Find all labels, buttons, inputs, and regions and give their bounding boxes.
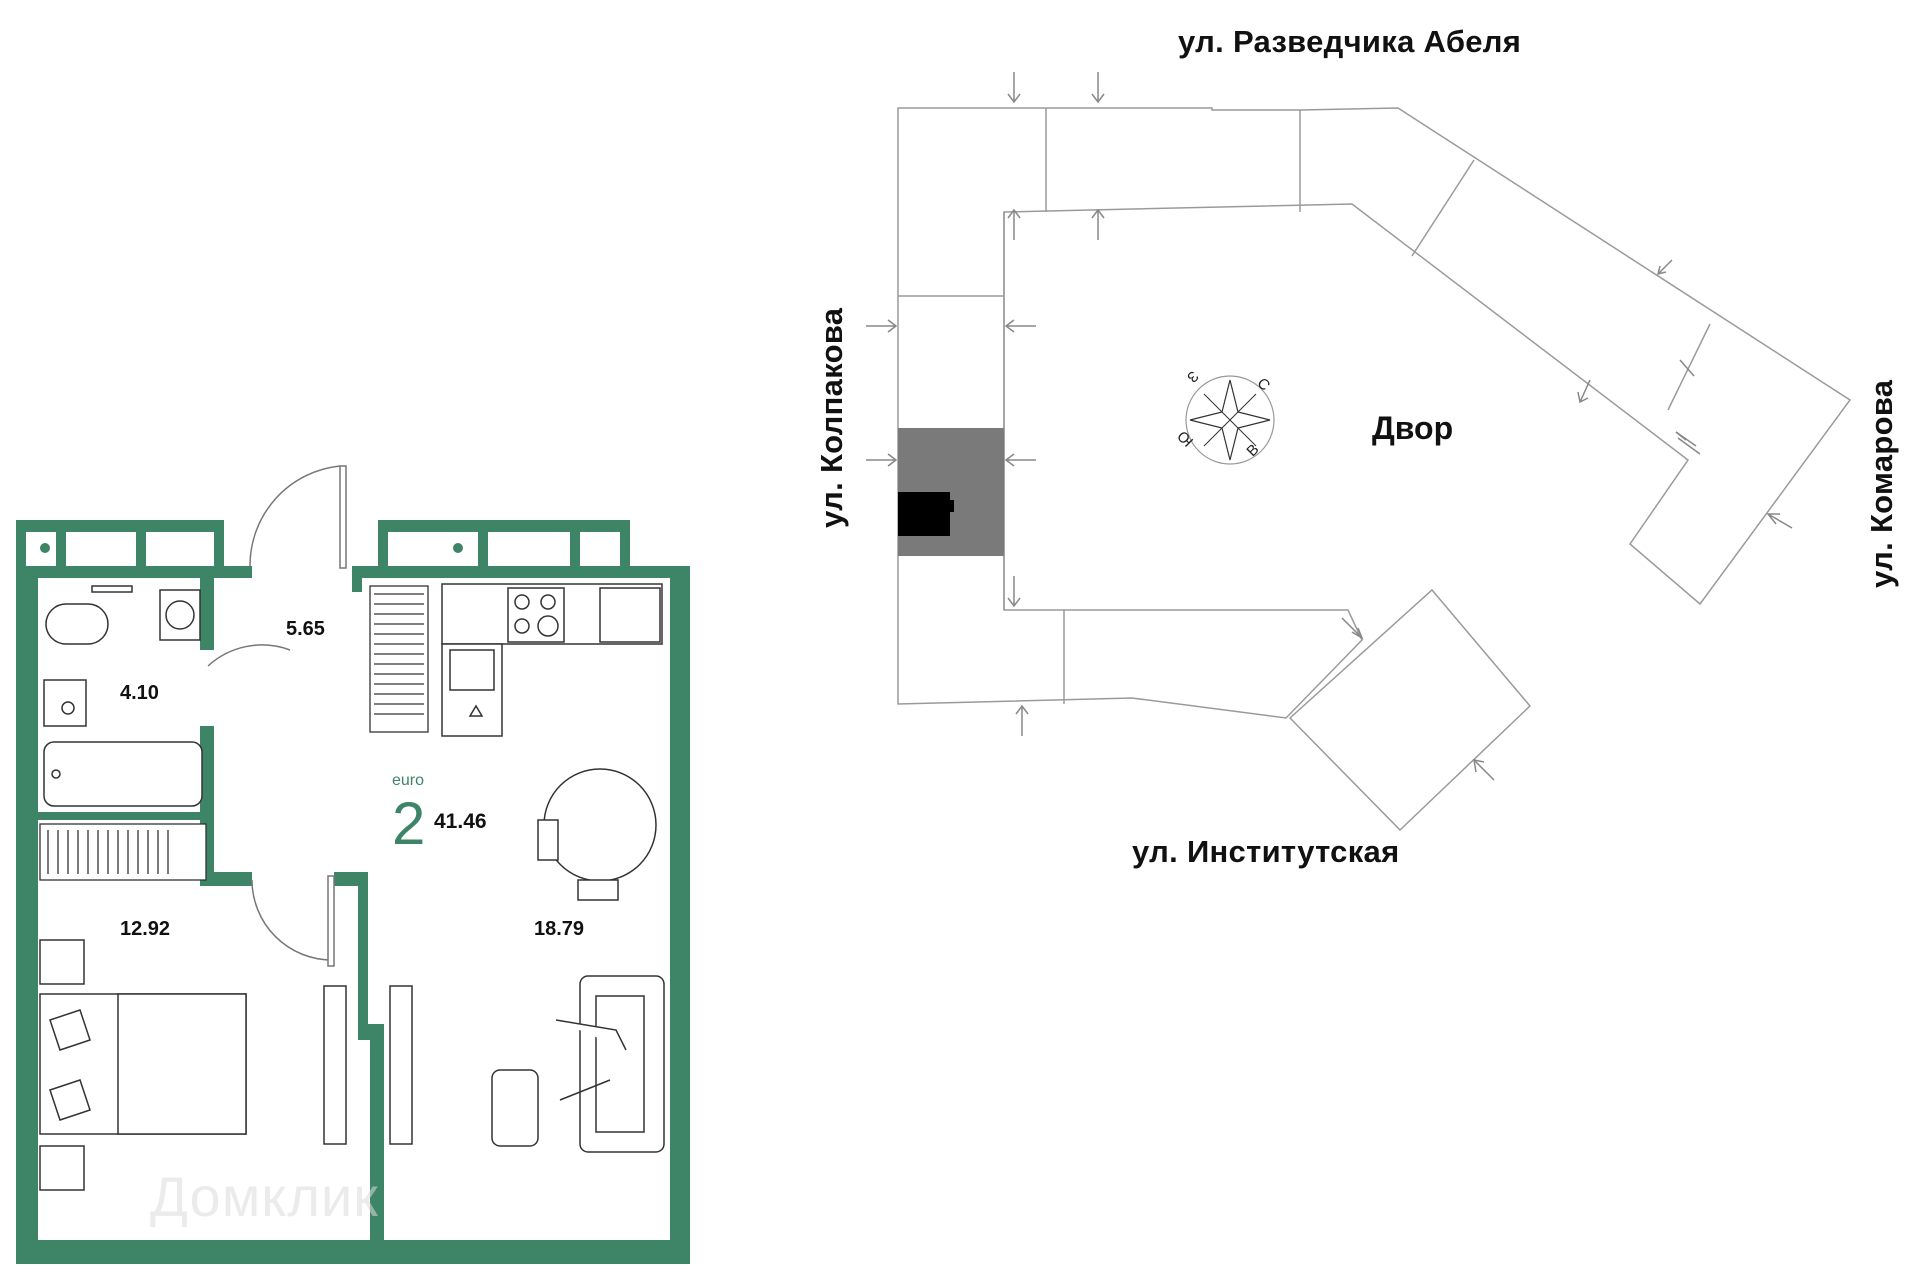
street-west: ул. Колпакова <box>814 307 849 528</box>
compass-icon <box>1185 375 1275 465</box>
street-south: ул. Институтская <box>1132 834 1400 869</box>
watermark: Домклик <box>150 1165 379 1228</box>
exterior-walls <box>16 520 690 1264</box>
entrance-arrows <box>866 72 1793 781</box>
room-area-bedroom: 12.92 <box>120 918 171 940</box>
kitchen <box>441 583 663 901</box>
room-area-bathroom: 4.10 <box>120 682 159 704</box>
yard-label: Двор <box>1372 410 1454 446</box>
building-outline <box>897 107 1852 832</box>
bathroom-fixtures <box>43 585 203 807</box>
bedroom <box>39 939 413 1191</box>
rooms-count: 2 <box>392 790 426 857</box>
apartment-type-label: euro <box>392 772 425 789</box>
street-east: ул. Комарова <box>1864 379 1899 588</box>
entrance-door <box>207 465 347 967</box>
interior-walls <box>38 578 384 1240</box>
living-room <box>491 975 665 1153</box>
street-north: ул. Разведчика Абеля <box>1178 24 1522 59</box>
total-area: 41.46 <box>434 810 487 833</box>
apartment-marker <box>898 492 950 536</box>
radiators <box>39 585 429 881</box>
room-area-living: 18.79 <box>534 918 585 940</box>
room-area-hall: 5.65 <box>286 618 325 640</box>
